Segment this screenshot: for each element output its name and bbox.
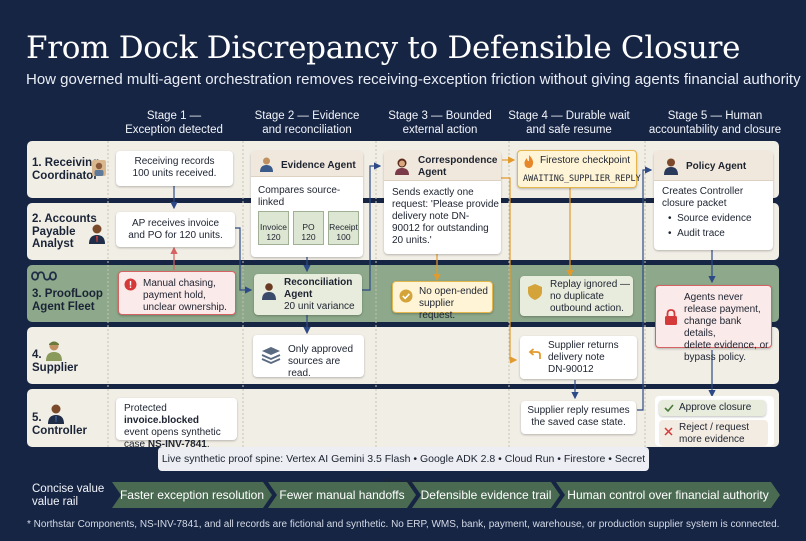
policy-agent-title: Policy Agent: [686, 161, 747, 172]
page-title: From Dock Discrepancy to Defensible Clos…: [26, 30, 741, 66]
checkmark-icon: [664, 404, 674, 413]
check-badge-icon: [399, 289, 413, 303]
infinity-loop-icon: [31, 271, 57, 281]
manual-chasing-card: Manual chasing,payment hold,unclear owne…: [118, 271, 236, 315]
value-rail-item: Defensible evidence trail: [412, 482, 560, 508]
shield-icon: [528, 284, 542, 300]
lane-label-supplier: 4.Supplier: [32, 349, 79, 374]
controller-avatar: [48, 404, 64, 424]
reconciliation-agent-avatar: [262, 283, 276, 300]
proof-spine-banner: Live synthetic proof spine: Vertex AI Ge…: [158, 447, 649, 489]
evidence-agent-card: Evidence Agent Compares source-linked In…: [251, 151, 363, 257]
receiving-coordinator-avatar: [92, 160, 106, 176]
stage-1-header: Stage 1 —Exception detected: [125, 110, 223, 136]
supplier-avatar: [46, 341, 62, 361]
reply-arrow-icon: [528, 348, 541, 359]
firestore-checkpoint-card: Firestore checkpoint AWAITING_SUPPLIER_R…: [517, 150, 641, 188]
correspondence-agent-avatar: [395, 158, 409, 175]
database-layers-icon: [261, 347, 281, 364]
firestore-flame-icon: [524, 155, 534, 168]
page-subtitle: How governed multi-agent orchestration r…: [26, 71, 801, 88]
firestore-checkpoint-title: Firestore checkpoint: [540, 155, 631, 166]
ap-analyst-avatar: [89, 224, 105, 244]
lane-label-controller: 5.Controller: [32, 412, 87, 437]
evidence-agent-avatar: [260, 157, 273, 172]
value-rail-item: Human control over financial authority: [556, 482, 780, 508]
firestore-state-code: AWAITING_SUPPLIER_REPLY: [523, 174, 641, 184]
lane-supplier: [27, 327, 779, 384]
evidence-agent-title: Evidence Agent: [281, 160, 356, 171]
value-rail-item: Fewer manual handoffs: [268, 482, 416, 508]
evidence-agent-desc: Compares source-linked: [258, 185, 341, 208]
warning-icon: [124, 278, 137, 291]
approve-closure-button[interactable]: Approve closure: [659, 400, 766, 416]
x-close-icon: [664, 427, 673, 436]
lock-icon: [665, 309, 677, 325]
protected-event-card: Protected invoice.blocked event opens sy…: [116, 398, 237, 450]
policy-agent-avatar: [664, 158, 678, 175]
value-rail-item: Faster exception resolution: [112, 482, 272, 508]
disclaimer-footnote: * Northstar Components, NS-INV-7841, and…: [27, 519, 780, 530]
